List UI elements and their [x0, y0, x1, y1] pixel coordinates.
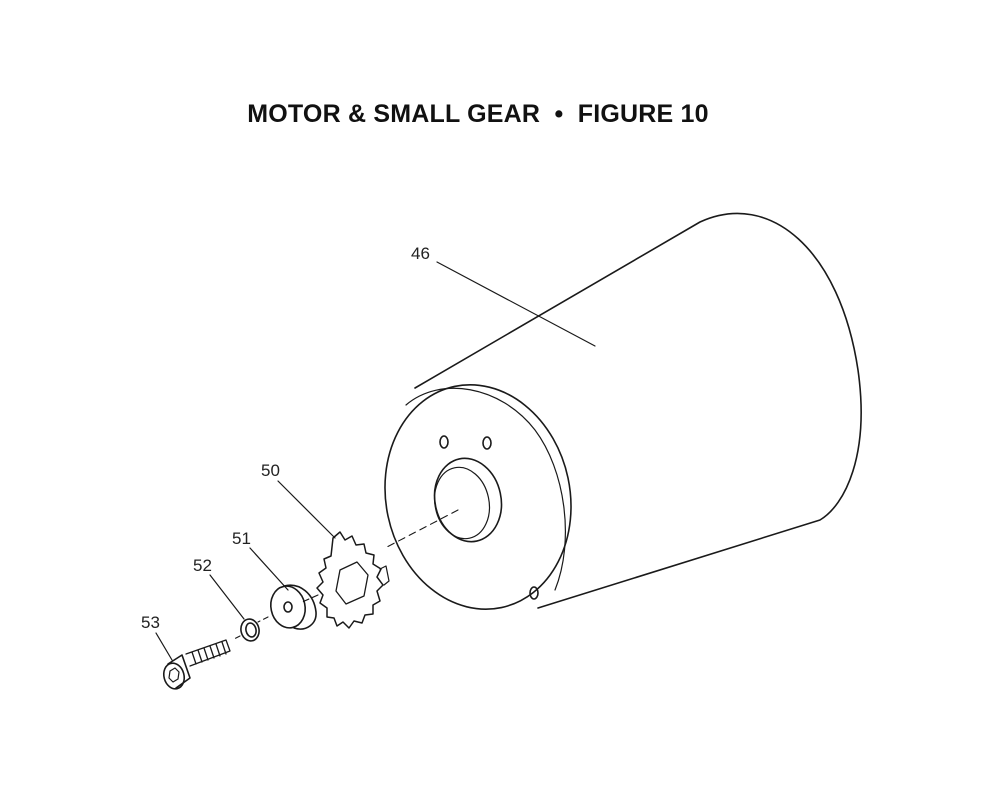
gear-bore — [335, 561, 369, 605]
washer-side — [283, 584, 317, 630]
motor-front-face — [384, 384, 572, 610]
leader-lines — [155, 261, 596, 661]
title-separator: • — [554, 100, 564, 128]
gear-side — [379, 565, 390, 586]
lock-washer-axis-line — [231, 635, 241, 641]
leader-52 — [209, 574, 245, 620]
washer-axis-line — [257, 616, 269, 623]
screw-part — [162, 639, 231, 690]
lock-washer-part — [231, 618, 260, 642]
motor-part — [384, 212, 862, 610]
leader-46 — [436, 261, 596, 347]
motor-hole-3 — [529, 586, 539, 600]
motor-face-rim — [405, 387, 567, 591]
lock-washer-outer — [240, 618, 260, 642]
gear-part — [299, 531, 390, 629]
title-left: MOTOR & SMALL GEAR — [247, 100, 541, 128]
leader-53 — [155, 632, 173, 661]
callout-52: 52 — [193, 556, 212, 575]
motor-shaft-hub-inner — [433, 466, 491, 540]
leader-50 — [277, 480, 336, 539]
gear-outline — [316, 531, 384, 629]
gear-axis-line — [299, 594, 319, 604]
page-title: MOTOR & SMALL GEAR • FIGURE 10 — [0, 100, 956, 129]
motor-axis-line — [384, 509, 459, 549]
callout-46: 46 — [411, 244, 430, 263]
callout-51: 51 — [232, 529, 251, 548]
callout-53: 53 — [141, 613, 160, 632]
washer-hole — [283, 601, 293, 613]
leader-51 — [249, 547, 289, 591]
screw-head-face — [162, 662, 186, 690]
screw-threads — [185, 639, 231, 667]
motor-shaft-hub — [433, 457, 503, 543]
motor-hole-2 — [482, 436, 492, 450]
motor-hole-1 — [439, 435, 449, 449]
callout-50: 50 — [261, 461, 280, 480]
lock-washer-inner — [245, 622, 257, 638]
title-right: FIGURE 10 — [577, 100, 709, 128]
screw-hex-socket — [168, 667, 180, 683]
washer-part — [257, 584, 317, 630]
motor-body — [414, 212, 862, 609]
